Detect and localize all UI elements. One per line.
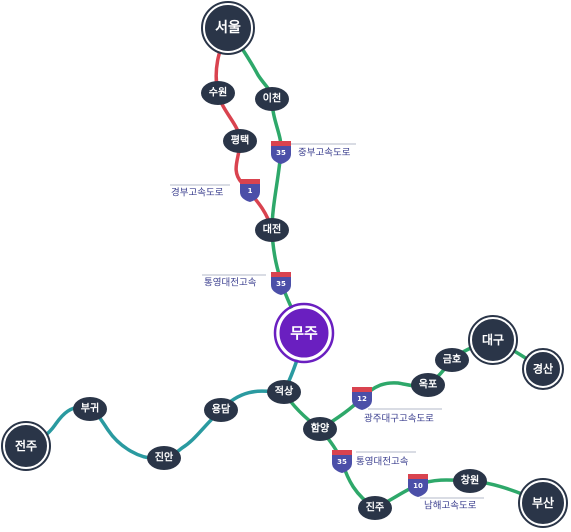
node-geumho[interactable]: 금호 (435, 348, 469, 372)
node-daegu-label: 대구 (482, 333, 504, 347)
node-busan-label: 부산 (532, 495, 554, 510)
node-yongdam-label: 용담 (212, 403, 231, 416)
shield-gwangju-daegu: 12 (352, 387, 372, 410)
node-pyeongtaek-label: 평택 (231, 134, 249, 147)
shield-namhae: 10 (408, 474, 428, 497)
node-gyeongsan-label: 경산 (533, 362, 553, 376)
label-jungbu: 중부고속도로 (298, 148, 351, 159)
label-tongyeong-daejeon-1: 통영대전고속 (204, 278, 257, 289)
node-hamyang-label: 함양 (311, 422, 330, 435)
node-daegu[interactable]: 대구 (468, 315, 518, 365)
node-jeoksang-label: 적상 (275, 385, 294, 398)
node-bugwi[interactable]: 부귀 (73, 397, 107, 421)
shield-jungbu-number: 35 (276, 149, 286, 157)
node-seoul-label: 서울 (215, 19, 241, 36)
node-changwon-label: 창원 (461, 474, 479, 487)
shield-tongyeong-daejeon-2-number: 35 (337, 458, 347, 466)
node-bugwi-label: 부귀 (81, 402, 99, 415)
shield-jungbu: 35 (271, 141, 291, 164)
node-pyeongtaek[interactable]: 평택 (223, 129, 257, 153)
node-jeoksang[interactable]: 적상 (267, 380, 301, 404)
node-busan[interactable]: 부산 (518, 478, 568, 528)
route-namhae (373, 478, 545, 510)
node-jinju-label: 진주 (366, 501, 384, 514)
shield-gwangju-daegu-number: 12 (357, 395, 367, 403)
node-okpo[interactable]: 옥포 (411, 373, 445, 397)
node-suwon-label: 수원 (209, 86, 227, 99)
node-jinan[interactable]: 진안 (147, 446, 181, 470)
node-changwon[interactable]: 창원 (453, 469, 487, 493)
node-gyeongsan[interactable]: 경산 (522, 348, 564, 390)
node-yongdam[interactable]: 용담 (204, 398, 238, 422)
node-jeonju-label: 전주 (15, 438, 37, 453)
node-muju-label: 무주 (290, 324, 318, 342)
label-gwangju-daegu: 광주대구고속도로 (364, 413, 434, 425)
node-icheon-label: 이천 (263, 92, 281, 105)
node-okpo-label: 옥포 (419, 379, 437, 391)
shield-gyeongbu-number: 1 (248, 187, 253, 195)
route-gyeongbu (214, 26, 274, 232)
node-daejeon[interactable]: 대전 (255, 218, 289, 242)
label-tongyeong-daejeon-2: 통영대전고속 (356, 457, 409, 468)
label-namhae: 남해고속도로 (424, 500, 477, 512)
node-suwon[interactable]: 수원 (201, 81, 235, 105)
node-jinan-label: 진안 (155, 451, 174, 464)
shield-namhae-number: 10 (413, 482, 423, 490)
shield-gyeongbu: 1 (240, 179, 260, 202)
shield-tongyeong-daejeon-1-number: 35 (276, 280, 286, 288)
node-geumho-label: 금호 (443, 353, 461, 366)
node-seoul[interactable]: 서울 (201, 1, 255, 55)
node-hamyang[interactable]: 함양 (303, 417, 337, 441)
label-gyeongbu: 경부고속도로 (171, 187, 224, 199)
node-jinju[interactable]: 진주 (358, 496, 392, 520)
node-muju[interactable]: 무주 (273, 302, 335, 364)
shield-tongyeong-daejeon-2: 35 (332, 450, 352, 473)
node-jeonju[interactable]: 전주 (1, 421, 51, 471)
label-underlines (170, 143, 484, 499)
shield-tongyeong-daejeon-1: 35 (271, 272, 291, 295)
node-daejeon-label: 대전 (263, 223, 281, 236)
node-icheon[interactable]: 이천 (255, 87, 289, 111)
